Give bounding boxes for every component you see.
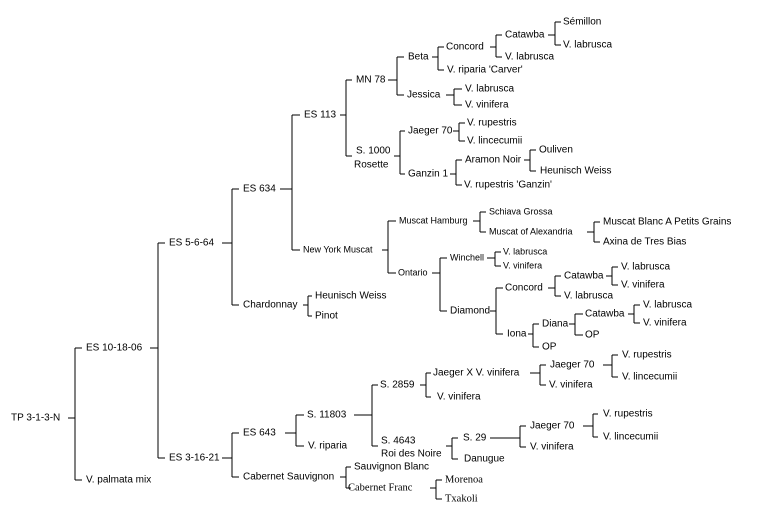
node-v-lincecumii-2: V. lincecumii bbox=[622, 372, 677, 383]
node-v-labrusca-5: V. labrusca bbox=[564, 291, 614, 302]
node-v-rupestris-ganzin: V. rupestris 'Ganzin' bbox=[464, 180, 552, 191]
node-op-1: OP bbox=[542, 342, 557, 353]
node-new-york-muscat: New York Muscat bbox=[303, 244, 373, 254]
node-rosette: Rosette bbox=[354, 160, 389, 171]
node-iona: Iona bbox=[507, 329, 527, 340]
node-axina-de-tres-bias: Axina de Tres Bias bbox=[603, 237, 686, 248]
node-root: TP 3-1-3-N bbox=[11, 413, 60, 424]
node-danugue: Danugue bbox=[464, 454, 505, 465]
node-es-643: ES 643 bbox=[243, 428, 276, 439]
node-aramon-noir: Aramon Noir bbox=[465, 155, 522, 166]
node-v-vinifera-6: V. vinifera bbox=[549, 380, 593, 391]
node-ganzin-1: Ganzin 1 bbox=[408, 169, 448, 180]
node-es-113: ES 113 bbox=[304, 110, 336, 121]
node-v-lincecumii-3: V. lincecumii bbox=[603, 432, 658, 443]
node-winchell: Winchell bbox=[450, 252, 484, 262]
node-v-labrusca-2: V. labrusca bbox=[563, 40, 613, 51]
node-v-labrusca-1: V. labrusca bbox=[505, 52, 555, 63]
node-op-2: OP bbox=[585, 330, 600, 341]
node-v-palmata-mix: V. palmata mix bbox=[86, 475, 151, 486]
node-muscat-of-alexandria: Muscat of Alexandria bbox=[489, 226, 573, 236]
node-v-vinifera-3: V. vinifera bbox=[621, 280, 665, 291]
node-catawba-1: Catawba bbox=[505, 30, 545, 41]
node-v-labrusca-7: V. labrusca bbox=[643, 300, 693, 311]
node-jessica: Jessica bbox=[407, 90, 441, 101]
node-v-rupestris-3: V. rupestris bbox=[603, 409, 653, 420]
node-pinot: Pinot bbox=[315, 311, 338, 322]
node-v-vinifera-5: V. vinifera bbox=[437, 392, 481, 403]
node-jaeger-70-3: Jaeger 70 bbox=[530, 421, 575, 432]
node-roi-des-noire: Roi des Noire bbox=[381, 449, 442, 460]
node-diamond: Diamond bbox=[450, 306, 490, 317]
node-chardonnay: Chardonnay bbox=[243, 300, 297, 311]
node-v-rupestris-1: V. rupestris bbox=[467, 118, 517, 129]
node-es-634: ES 634 bbox=[243, 184, 276, 195]
node-es-10-18-06: ES 10-18-06 bbox=[86, 343, 143, 354]
node-s-4643: S. 4643 bbox=[381, 436, 416, 447]
node-v-riparia: V. riparia bbox=[308, 441, 348, 452]
connector-lines bbox=[68, 21, 640, 500]
node-cabernet-sauvignon: Cabernet Sauvignon bbox=[243, 472, 334, 483]
node-morenoa: Morenoa bbox=[445, 474, 483, 485]
node-diana: Diana bbox=[542, 319, 569, 330]
node-es-5-6-64: ES 5-6-64 bbox=[169, 238, 214, 249]
node-muscat-hamburg: Muscat Hamburg bbox=[399, 215, 468, 225]
node-muscat-blanc: Muscat Blanc A Petits Grains bbox=[603, 217, 731, 228]
node-v-labrusca-6: V. labrusca bbox=[621, 262, 671, 273]
node-heunisch-weiss-2: Heunisch Weiss bbox=[540, 166, 612, 177]
node-v-lincecumii-1: V. lincecumii bbox=[467, 136, 522, 147]
node-labels: TP 3-1-3-N ES 10-18-06 V. palmata mix ES… bbox=[11, 17, 731, 505]
node-mn-78: MN 78 bbox=[356, 75, 386, 86]
node-s-2859: S. 2859 bbox=[380, 380, 415, 391]
node-cabernet-franc: Cabernet Franc bbox=[348, 482, 413, 493]
node-jaeger-70-2: Jaeger 70 bbox=[550, 360, 595, 371]
node-ouliven: Ouliven bbox=[539, 145, 573, 156]
node-ontario: Ontario bbox=[398, 267, 428, 277]
node-jaeger-70-1: Jaeger 70 bbox=[408, 126, 453, 137]
node-v-vinifera-2: V. vinifera bbox=[503, 260, 542, 270]
node-v-vinifera-4: V. vinifera bbox=[643, 318, 687, 329]
node-v-riparia-carver: V. riparia 'Carver' bbox=[447, 65, 523, 76]
node-concord-2: Concord bbox=[505, 283, 543, 294]
node-catawba-2: Catawba bbox=[564, 271, 604, 282]
node-jaeger-x-vinifera: Jaeger X V. vinifera bbox=[433, 368, 520, 379]
node-v-rupestris-2: V. rupestris bbox=[622, 350, 672, 361]
node-s-11803: S. 11803 bbox=[307, 410, 347, 421]
node-beta: Beta bbox=[408, 52, 429, 63]
node-s-29: S. 29 bbox=[463, 433, 487, 444]
node-txakoli: Txakoli bbox=[445, 493, 478, 504]
node-es-3-16-21: ES 3-16-21 bbox=[169, 453, 220, 464]
node-s-1000: S. 1000 bbox=[356, 146, 391, 157]
node-v-labrusca-4: V. labrusca bbox=[503, 246, 547, 256]
node-v-vinifera-1: V. vinifera bbox=[465, 100, 509, 111]
node-catawba-3: Catawba bbox=[585, 309, 625, 320]
node-heunisch-weiss-1: Heunisch Weiss bbox=[315, 291, 387, 302]
node-semillon: Sémillon bbox=[563, 17, 601, 28]
node-concord-1: Concord bbox=[446, 42, 484, 53]
node-schiava-grossa: Schiava Grossa bbox=[489, 206, 553, 216]
node-v-labrusca-3: V. labrusca bbox=[465, 84, 515, 95]
node-sauvignon-blanc: Sauvignon Blanc bbox=[354, 462, 429, 473]
node-v-vinifera-7: V. vinifera bbox=[530, 442, 574, 453]
